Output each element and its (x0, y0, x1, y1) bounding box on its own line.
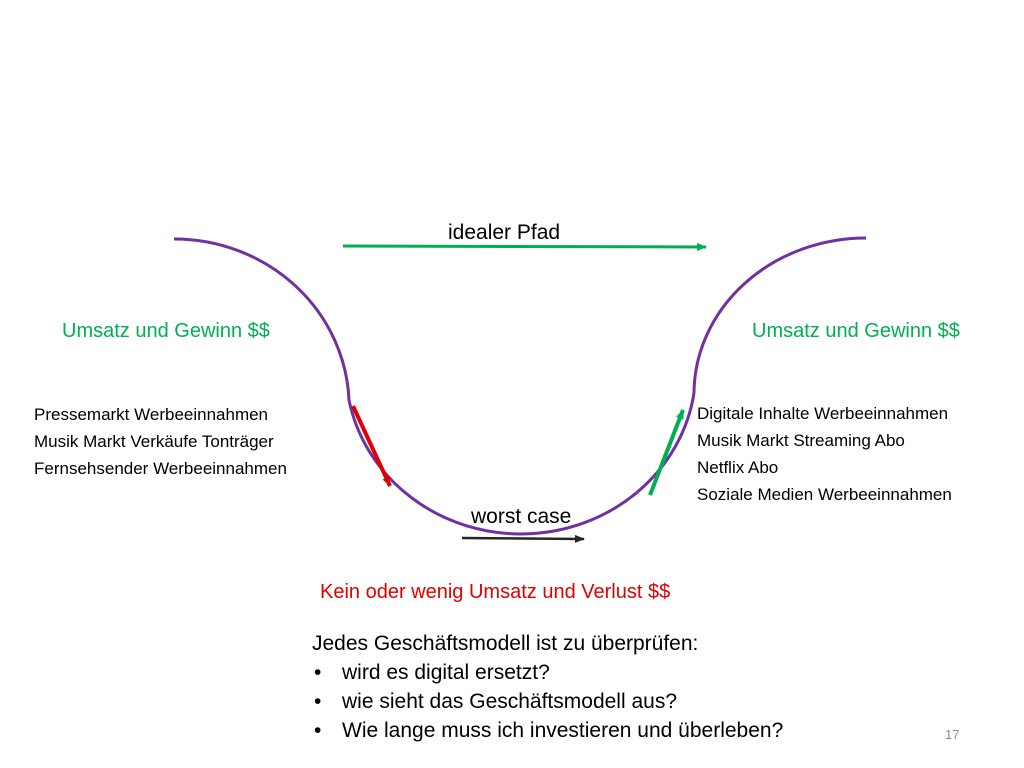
decline-arrow (351, 405, 392, 487)
worst-case-label: worst case (471, 505, 572, 528)
left-example-item: Pressemarkt Werbeeinnahmen (34, 405, 269, 424)
questions-list: wird es digital ersetzt? wie sieht das G… (312, 658, 783, 745)
left-examples-list: Pressemarkt Werbeeinnahmen Musik Markt V… (34, 401, 287, 482)
right-examples-list: Digitale Inhalte Werbeeinnahmen Musik Ma… (697, 400, 952, 508)
left-example-item: Fernsehsender Werbeeinnahmen (34, 459, 287, 478)
questions-block: Jedes Geschäftsmodell ist zu überprüfen:… (312, 629, 783, 745)
left-example-item: Musik Markt Verkäufe Tonträger (34, 432, 274, 451)
worst-case-arrow (461, 534, 585, 543)
page-number: 17 (945, 727, 960, 742)
right-example-item: Netflix Abo (697, 458, 779, 477)
left-revenue-label: Umsatz und Gewinn $$ (62, 320, 270, 342)
left-curve (173, 237, 351, 401)
question-item: wie sieht das Geschäftsmodell aus? (312, 687, 783, 716)
ideal-path-label: idealer Pfad (448, 221, 561, 244)
question-item: Wie lange muss ich investieren und überl… (312, 716, 783, 745)
loss-label: Kein oder wenig Umsatz und Verlust $$ (320, 581, 671, 603)
right-revenue-label: Umsatz und Gewinn $$ (752, 320, 960, 342)
ideal-path-arrow (342, 242, 707, 251)
question-item: wird es digital ersetzt? (312, 658, 783, 687)
right-curve (692, 236, 867, 394)
questions-heading: Jedes Geschäftsmodell ist zu überprüfen: (312, 632, 699, 655)
right-example-item: Digitale Inhalte Werbeeinnahmen (697, 404, 949, 423)
right-example-item: Soziale Medien Werbeeinnahmen (697, 485, 952, 504)
right-example-item: Musik Markt Streaming Abo (697, 431, 905, 450)
recovery-arrow (648, 409, 685, 496)
